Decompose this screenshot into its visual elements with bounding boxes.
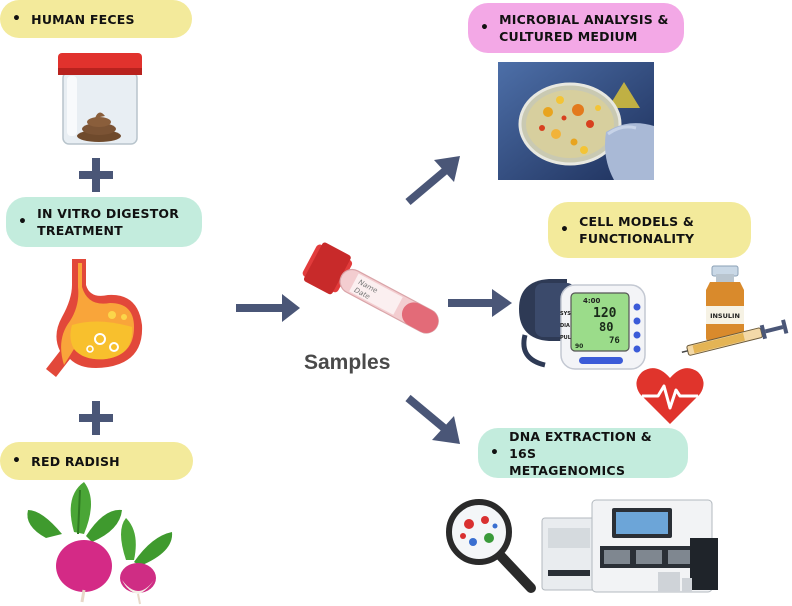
sequencer-icon <box>541 499 718 593</box>
label-human-feces: • HUMAN FECES <box>0 0 192 38</box>
magnifier-icon <box>446 499 536 593</box>
arrow-to-dna-icon <box>405 394 460 444</box>
arrow-to-samples-icon <box>236 294 300 322</box>
bp-sys-label: SYS <box>560 311 571 317</box>
stomach-icon <box>46 259 143 377</box>
bp-time-text: 4:00 <box>583 297 601 305</box>
label-in-vitro-digestor: • IN VITRO DIGESTOR TREATMENT <box>6 197 202 247</box>
label-text: HUMAN FECES <box>31 11 135 27</box>
label-cell-models: • CELL MODELS & FUNCTIONALITY <box>548 202 751 258</box>
bullet: • <box>560 221 570 238</box>
label-red-radish: • RED RADISH <box>0 442 193 480</box>
bp-sys-value: 120 <box>593 306 617 321</box>
feces-shape <box>77 112 121 142</box>
label-text-line2: CULTURED MEDIUM <box>499 29 638 44</box>
label-text-line1: DNA EXTRACTION & 16S <box>509 428 652 461</box>
bp-dia-value: 80 <box>599 320 613 334</box>
samples-label: Samples <box>304 351 391 374</box>
label-text-line1: IN VITRO DIGESTOR <box>37 206 180 221</box>
bullet: • <box>18 213 28 230</box>
bullet: • <box>12 452 22 469</box>
bp-pul-label: PUL <box>560 335 572 341</box>
bp-pul-value: 76 <box>609 336 620 346</box>
label-text-block: MICROBIAL ANALYSIS & CULTURED MEDIUM <box>499 11 668 45</box>
heart-icon <box>636 368 704 424</box>
label-microbial-analysis: • MICROBIAL ANALYSIS & CULTURED MEDIUM <box>468 3 684 53</box>
insulin-label-text: INSULIN <box>710 312 740 320</box>
label-text-line2: TREATMENT <box>37 223 123 238</box>
label-text-line1: CELL MODELS & <box>579 214 694 229</box>
petri-dish-icon <box>498 62 654 180</box>
label-text-line1: MICROBIAL ANALYSIS & <box>499 12 669 27</box>
bp-mem-value: 90 <box>575 343 583 350</box>
bullet: • <box>12 10 22 27</box>
plus-icon <box>79 158 113 192</box>
arrow-to-cell-models-icon <box>448 289 512 317</box>
bp-dia-label: DIA <box>560 323 570 329</box>
arrow-to-microbial-icon <box>405 156 460 206</box>
insulin-vial-icon: INSULIN <box>706 265 744 341</box>
blood-tube-icon: Name Date <box>302 242 439 334</box>
bullet: • <box>490 444 500 461</box>
label-dna-extraction: • DNA EXTRACTION & 16S METAGENOMICS <box>478 428 688 478</box>
syringe-icon <box>681 319 789 356</box>
plus-icon <box>79 401 113 435</box>
blood-pressure-monitor-icon: 4:00 SYS DIA PUL 120 80 76 90 <box>519 279 646 370</box>
radish-icon <box>27 482 173 605</box>
label-text-block: DNA EXTRACTION & 16S METAGENOMICS <box>509 428 674 479</box>
label-text: RED RADISH <box>31 453 120 469</box>
label-text-line2: FUNCTIONALITY <box>579 231 695 246</box>
label-text-line2: METAGENOMICS <box>509 462 626 478</box>
label-text-block: CELL MODELS & FUNCTIONALITY <box>579 213 694 247</box>
label-text-block: IN VITRO DIGESTOR TREATMENT <box>37 205 179 239</box>
bullet: • <box>480 19 490 36</box>
specimen-cup-icon <box>58 53 142 145</box>
